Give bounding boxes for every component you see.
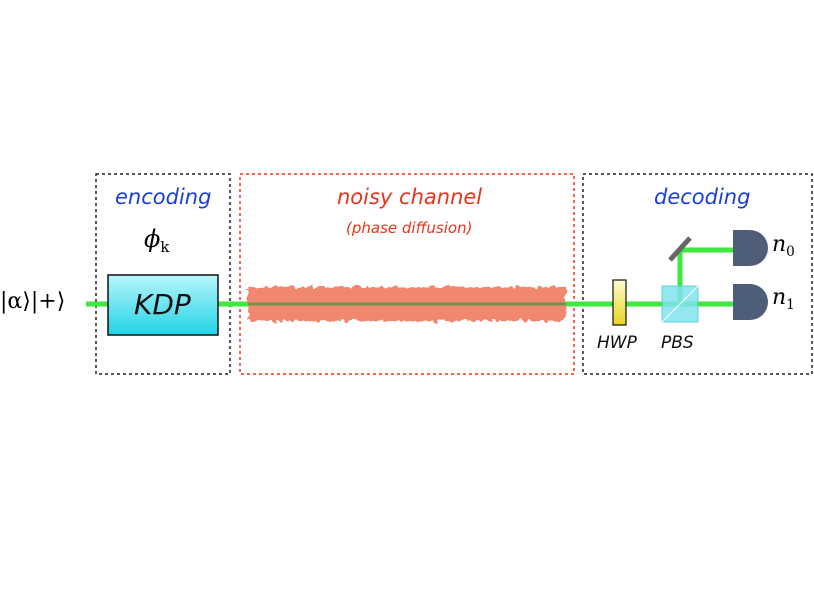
pbs-diagonal: [661, 285, 699, 323]
detector-1-label: n1: [772, 285, 795, 313]
hwp-plate: [612, 279, 627, 326]
decoding-box: [582, 173, 813, 375]
channel-box: [239, 173, 575, 375]
detector-0-subscript: 0: [786, 243, 795, 260]
detector-0-symbol: n: [772, 232, 787, 257]
kdp-label: KDP: [134, 288, 191, 321]
mirror: [668, 236, 692, 262]
channel-title: noisy channel: [337, 185, 483, 209]
hwp-label: HWP: [597, 333, 637, 353]
detector-1: [733, 284, 768, 320]
encoding-box: [95, 173, 231, 375]
channel-subtitle: (phase diffusion): [346, 219, 473, 237]
detector-1-subscript: 1: [786, 296, 795, 313]
detector-1-symbol: n: [772, 285, 787, 310]
phase-symbol: ϕk: [144, 225, 169, 256]
detector-0-label: n0: [772, 232, 795, 260]
encoding-title: encoding: [115, 185, 212, 209]
phase-symbol-main: ϕ: [144, 225, 161, 253]
decoding-title: decoding: [654, 185, 751, 209]
input-state-label: |α⟩|+⟩: [0, 289, 66, 314]
detector-0: [733, 230, 768, 266]
pbs-label: PBS: [661, 333, 694, 353]
phase-symbol-subscript: k: [160, 238, 170, 257]
kdp-crystal: [107, 274, 219, 336]
